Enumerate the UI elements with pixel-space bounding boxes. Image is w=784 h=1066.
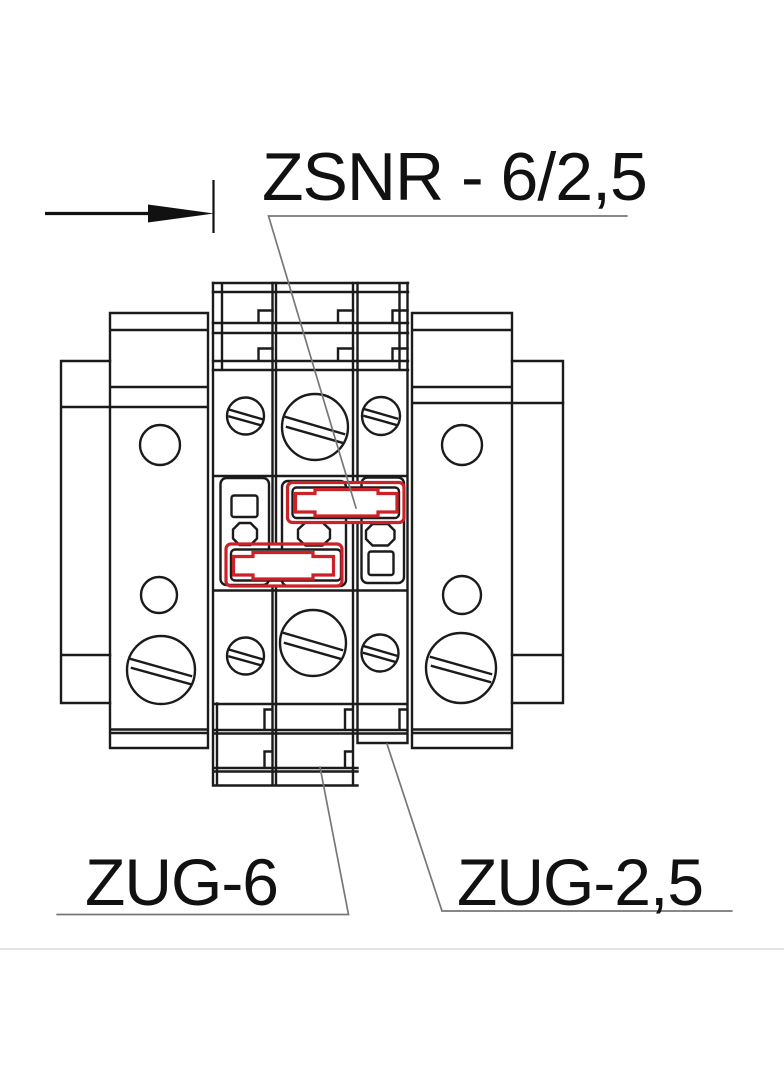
right-block-hole-mid — [441, 574, 483, 616]
left-module-square-hole — [230, 494, 259, 519]
zug6-leader-line — [56, 766, 350, 916]
annotation-leaders — [56, 215, 733, 916]
left-module-wire-hole — [231, 521, 259, 547]
right-end-plate — [510, 359, 565, 705]
right-block-hole-top — [440, 423, 484, 467]
right-block-screw-slot — [429, 655, 493, 684]
right-side-block — [410, 311, 565, 750]
left-block-screw — [125, 634, 197, 706]
left-block-hole-mid — [139, 575, 179, 615]
zug25-label: ZUG-2,5 — [457, 845, 703, 919]
right-module-wire-hole — [364, 522, 396, 547]
middle-module-wire-hole — [296, 521, 332, 547]
upper-jumper-slot — [291, 486, 401, 520]
right-module-square-hole — [367, 550, 395, 577]
central-top-section — [211, 281, 410, 372]
left-block-screw-slot — [129, 657, 193, 686]
left-side-block — [108, 311, 210, 750]
right-block-screw — [424, 631, 498, 705]
central-modules-body — [211, 281, 409, 787]
zsnr-label: ZSNR - 6/2,5 — [262, 139, 647, 215]
zug6-label: ZUG-6 — [85, 845, 278, 919]
zsnr-leader-line — [267, 215, 628, 509]
terminal-assembly-outline — [59, 281, 565, 787]
zsnr-jumper-lower — [224, 542, 344, 588]
central-screws-lower — [225, 608, 400, 678]
central-screws-upper — [225, 392, 402, 462]
jumper-slots — [229, 486, 401, 582]
direction-arrow — [45, 180, 215, 233]
zug25-leader-line — [386, 743, 733, 912]
left-block-hole-top — [138, 423, 182, 467]
zsnr-jumper-highlights — [224, 480, 406, 588]
arrowhead-icon — [148, 204, 214, 223]
left-end-plate — [59, 359, 112, 705]
zsnr-jumper-upper — [285, 480, 406, 525]
